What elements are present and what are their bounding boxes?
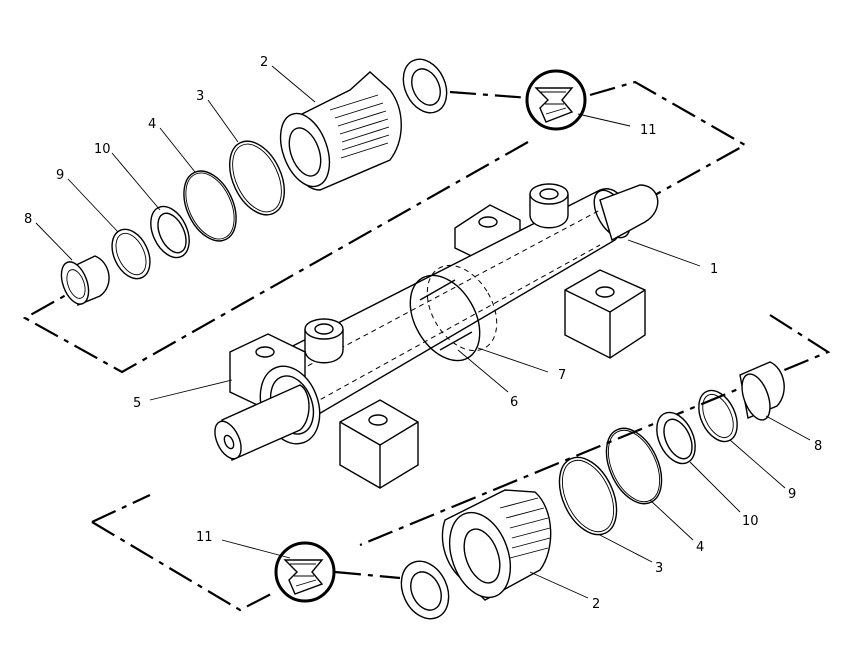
part-11-wiper-bottom bbox=[400, 560, 450, 620]
callout-labels: 2 3 4 10 9 8 11 1 5 6 7 8 9 10 4 3 2 11 bbox=[24, 55, 822, 612]
callout-top-8: 8 bbox=[24, 212, 32, 227]
callout-top-2: 2 bbox=[260, 55, 268, 70]
part-11-wiper-top bbox=[402, 58, 448, 114]
mounting-block-front bbox=[339, 399, 419, 489]
callout-bottom-3: 3 bbox=[655, 561, 663, 576]
part-3-ring-top bbox=[229, 140, 285, 216]
port-fitting-top bbox=[529, 183, 569, 229]
part-9-ring-top bbox=[111, 228, 151, 280]
part-10-seal-bottom bbox=[656, 411, 696, 465]
callout-top-4: 4 bbox=[148, 117, 156, 132]
callout-center-7: 7 bbox=[558, 368, 566, 383]
port-fitting-left bbox=[304, 318, 344, 364]
callout-center-6: 6 bbox=[510, 395, 518, 410]
part-2-head-top bbox=[279, 71, 402, 191]
detail-circle-top bbox=[525, 69, 587, 131]
leader-lines bbox=[35, 65, 811, 599]
callout-bottom-9: 9 bbox=[788, 487, 796, 502]
part-10-seal-top bbox=[150, 205, 190, 259]
callout-center-5: 5 bbox=[133, 396, 141, 411]
callout-top-11: 11 bbox=[640, 123, 657, 138]
mounting-block-right bbox=[564, 269, 646, 359]
callout-center-1: 1 bbox=[710, 262, 718, 277]
callout-top-9: 9 bbox=[56, 168, 64, 183]
part-2-head-bottom bbox=[441, 489, 552, 601]
part-8-bushing-bottom bbox=[739, 361, 785, 421]
detail-circle-bottom bbox=[274, 541, 336, 603]
part-9-ring-bottom bbox=[698, 389, 738, 443]
callout-top-3: 3 bbox=[196, 89, 204, 104]
callout-bottom-2: 2 bbox=[592, 597, 600, 612]
cylinder-body bbox=[214, 183, 659, 489]
phantom-group-lines bbox=[22, 80, 831, 612]
callout-bottom-4: 4 bbox=[696, 540, 704, 555]
callout-bottom-11: 11 bbox=[196, 530, 213, 545]
callout-top-10: 10 bbox=[94, 142, 111, 157]
part-8-bushing-top bbox=[60, 255, 110, 306]
callout-bottom-8: 8 bbox=[814, 439, 822, 454]
part-3-ring-bottom bbox=[558, 456, 618, 536]
callout-bottom-10: 10 bbox=[742, 514, 759, 529]
part-4-oring-top bbox=[183, 170, 237, 242]
